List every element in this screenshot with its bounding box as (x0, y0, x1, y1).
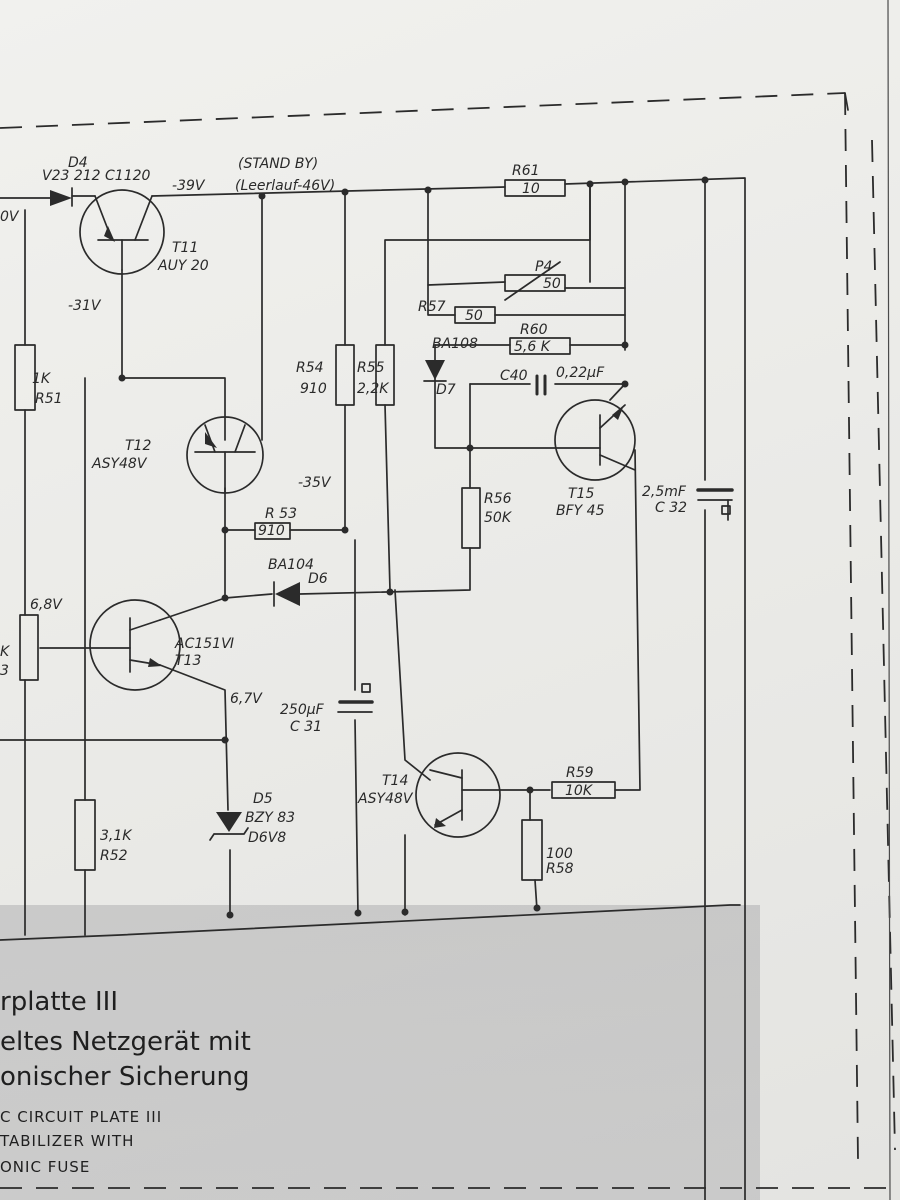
resistor-r53 (254, 522, 291, 540)
capacitor-symbols (337, 374, 734, 713)
t14-type-label: ASY48Ⅴ (357, 791, 414, 807)
resistor-r55 (375, 344, 395, 406)
resistor-r56 (461, 487, 481, 549)
d5-sub-label: D6V8 (248, 830, 286, 846)
potentiometer-p4 (504, 274, 566, 292)
d4-id-label: D4 (68, 155, 88, 171)
caption-block: rplatte III eltes Netzgerät mit onischer… (0, 987, 251, 1176)
v-neg35-label: -35V (298, 475, 332, 491)
t15-id-label: T15 (568, 486, 594, 502)
left-edge-k-label: K (0, 644, 11, 660)
t15-type-label: BFY 45 (556, 503, 605, 519)
r60-value-label: 5,6 K (514, 339, 552, 355)
r56-value-label: 50K (484, 510, 513, 526)
diode-d7 (425, 360, 445, 380)
t14-id-label: T14 (382, 773, 408, 789)
junction-dots (118, 176, 709, 919)
caption-line-6: ONIC FUSE (0, 1158, 90, 1176)
r57-id-label: R57 (418, 299, 446, 315)
c32-id-label: C 32 (655, 500, 687, 516)
left-edge-v-label: 0V (0, 209, 20, 225)
transistor-t13 (89, 599, 181, 691)
leerlauf-label: (Leerlauf-46V) (235, 178, 335, 194)
v-neg39-label: -39V (172, 178, 206, 194)
r52-id-label: R52 (100, 848, 128, 864)
r51-value-label: 1K (32, 371, 52, 387)
d5-id-label: D5 (253, 791, 273, 807)
resistor-r54 (335, 344, 355, 406)
t12-id-label: T12 (125, 438, 151, 454)
r54-value-label: 910 (300, 381, 327, 397)
resistor-r58 (521, 819, 543, 881)
d5-type-label: BZY 83 (245, 810, 295, 826)
caption-line-5: TABILIZER WITH (0, 1132, 134, 1150)
r55-id-label: R55 (357, 360, 385, 376)
caption-line-4: C CIRCUIT PLATE III (0, 1108, 162, 1126)
caption-line-2: eltes Netzgerät mit (0, 1027, 251, 1057)
c32-value-label: 2,5mF (642, 484, 687, 500)
caption-line-1: rplatte III (0, 987, 118, 1017)
r61-value-label: 10 (522, 181, 540, 197)
resistor-r61 (504, 179, 566, 197)
r52-value-label: 3,1K (100, 828, 133, 844)
c40-id-label: C40 (500, 368, 528, 384)
r59-value-label: 10K (565, 783, 594, 799)
standby-label: (STAND BY) (238, 156, 318, 172)
v-68-label: 6,8V (30, 597, 63, 613)
diode-d5 (216, 812, 242, 832)
c40-value-label: 0,22µF (556, 365, 605, 381)
c31-value-label: 250µF (280, 702, 325, 718)
c31-id-label: C 31 (290, 719, 322, 735)
left-edge-3-label: 3 (0, 663, 9, 679)
transistor-t15 (554, 399, 636, 481)
resistor-symbols (14, 179, 616, 881)
p4-value-label: 50 (543, 276, 561, 292)
r53-id-label: R 53 (265, 506, 297, 522)
potentiometer-arrow (504, 261, 561, 301)
r58-value-label: 100 (546, 846, 573, 862)
resistor-left-edge (19, 614, 39, 681)
d7-id-label: D7 (436, 382, 456, 398)
r55-value-label: 2,2K (357, 381, 390, 397)
v-neg31-label: -31V (68, 298, 102, 314)
t11-type-label: AUY 20 (157, 258, 209, 274)
r51-id-label: R51 (35, 391, 63, 407)
r59-id-label: R59 (566, 765, 594, 781)
diode-d4 (50, 187, 73, 207)
r54-id-label: R54 (296, 360, 324, 376)
transistor-t14 (415, 752, 501, 838)
r58-id-label: R58 (546, 861, 574, 877)
d4-type-label: V23 212 C1120 (42, 168, 151, 184)
component-labels: D4 V23 212 C1120 (STAND BY) -39V (Leerla… (0, 155, 687, 877)
d6-id-label: D6 (308, 571, 328, 587)
v-67-label: 6,7V (230, 691, 263, 707)
resistor-r60 (509, 337, 571, 355)
t12-type-label: ASY48Ⅴ (91, 456, 148, 472)
transistor-t12 (186, 416, 264, 494)
r57-value-label: 50 (465, 308, 483, 324)
p4-id-label: P4 (535, 259, 552, 275)
r61-id-label: R61 (512, 163, 540, 179)
diode-d6 (275, 582, 300, 606)
transistor-t11 (79, 189, 165, 275)
r60-id-label: R60 (520, 322, 548, 338)
diode-symbols (209, 360, 447, 841)
hand-shadow (0, 905, 760, 1200)
t13-id-label: T13 (175, 653, 201, 669)
d7-type-label: BA108 (432, 336, 478, 352)
d6-type-label: BA104 (268, 557, 314, 573)
r53-value-label: 910 (258, 523, 285, 539)
resistor-r51 (14, 344, 36, 411)
t11-id-label: T11 (172, 240, 198, 256)
r56-id-label: R56 (484, 491, 512, 507)
t13-type-label: AC151Ⅵ (174, 636, 234, 652)
resistor-r57 (454, 306, 496, 324)
resistor-r59 (551, 781, 616, 799)
caption-line-3: onischer Sicherung (0, 1062, 250, 1092)
resistor-r52 (74, 799, 96, 871)
